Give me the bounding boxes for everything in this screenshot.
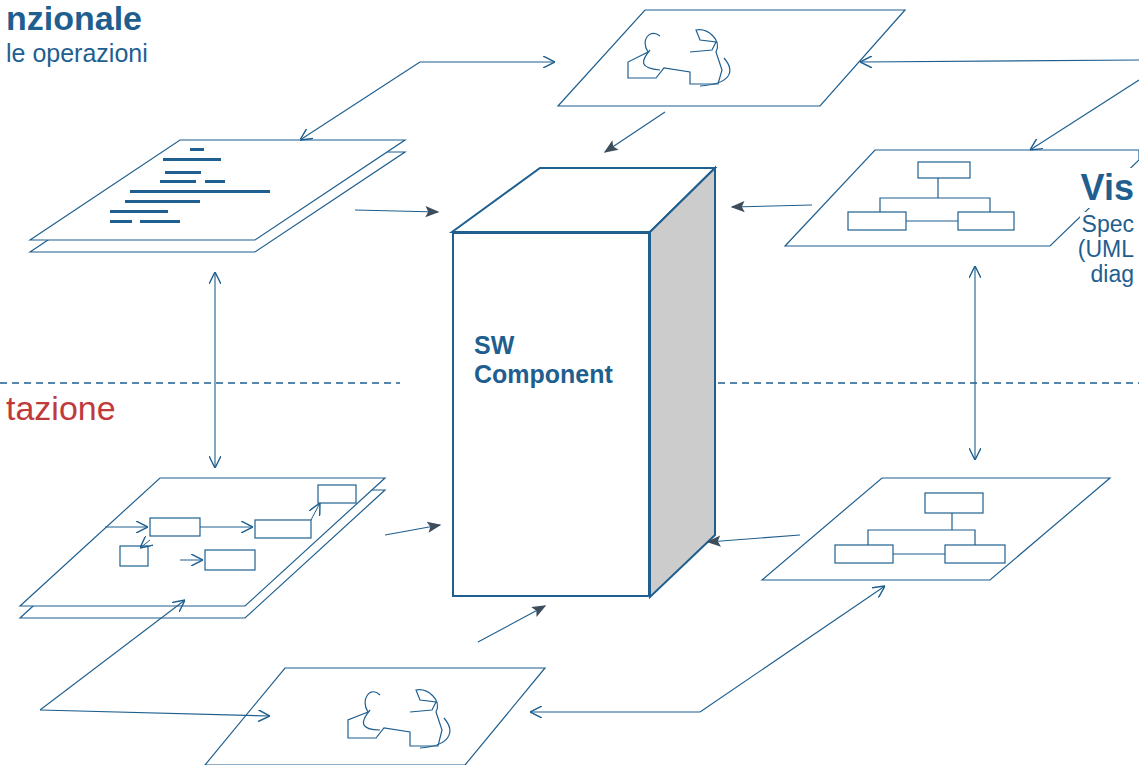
section-title: tazione: [4, 390, 118, 427]
view-title: Vis: [1079, 168, 1136, 208]
plane-sheets: [20, 10, 1139, 765]
text-bars: [110, 148, 270, 223]
component-box: SW Component: [452, 232, 650, 597]
view-subtitle: diag: [1089, 262, 1136, 287]
plane-links: [40, 60, 1139, 716]
component-arrows: [355, 112, 812, 642]
component-name: SW Component: [470, 329, 618, 391]
view-subtitle: (UML: [1076, 237, 1136, 262]
view-subtitle: le operazioni: [4, 40, 150, 68]
flow-sketch: [105, 503, 320, 560]
view-subtitle: Spec: [1080, 212, 1136, 237]
box-side-face: [650, 168, 715, 597]
view-title: nzionale: [4, 0, 144, 37]
